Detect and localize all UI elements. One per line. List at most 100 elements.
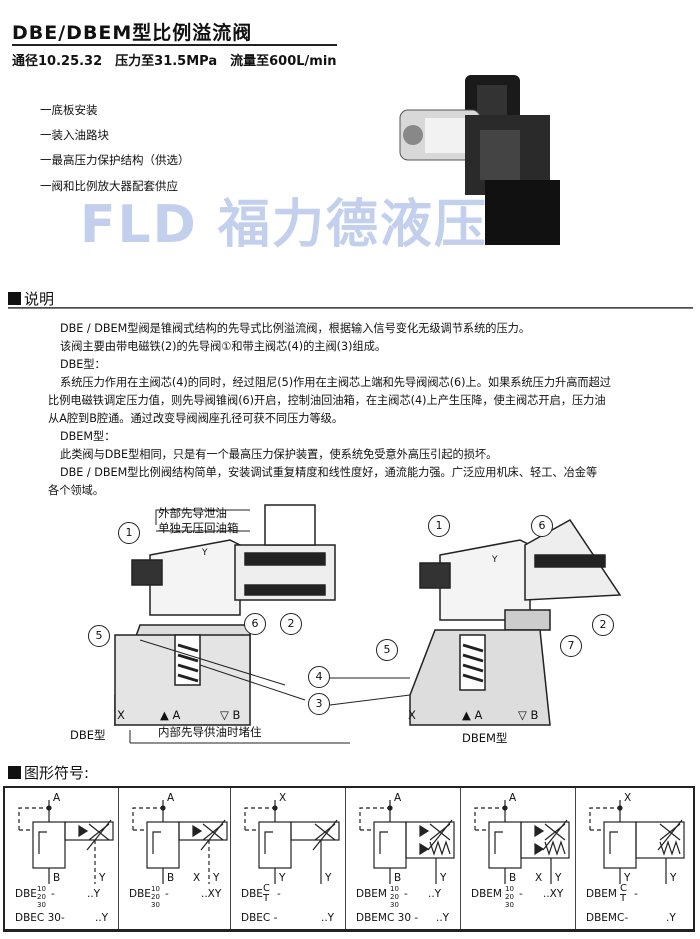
port-a: ▲ A xyxy=(462,708,483,722)
model-suffix-alt: .Y xyxy=(666,912,676,924)
port-label-top: A xyxy=(509,792,517,804)
port-label: Y xyxy=(555,872,562,884)
model-size-code: 30 xyxy=(505,901,514,909)
model-size-code: 30 xyxy=(390,901,399,909)
port-a-text: A xyxy=(172,708,181,722)
port-label: B xyxy=(167,872,175,884)
model-code: DBE xyxy=(241,888,263,900)
desc-line: DBE / DBEM型阀是锥阀式结构的先导式比例溢流阀，根据输入信号变化无级调节… xyxy=(60,322,531,335)
port-a: ▲ A xyxy=(160,708,181,722)
feature-item: 一底板安装 xyxy=(40,103,98,117)
port-y: Y xyxy=(202,548,208,558)
desc-line: 该阀主要由带电磁铁(2)的先导阀①和带主阀芯(4)的主阀(3)组成。 xyxy=(60,340,387,353)
callout-5: 5 xyxy=(376,639,398,661)
hydraulic-symbol xyxy=(474,800,570,884)
callout-1: 1 xyxy=(428,515,450,537)
port-y: Y xyxy=(492,555,498,565)
port-label-top: A xyxy=(53,792,61,804)
separator: - xyxy=(519,888,523,900)
port-b: ▽ B xyxy=(220,708,241,722)
model-size-code: 30 xyxy=(37,901,46,909)
model-size-code: 10 xyxy=(505,885,514,893)
model-type-code: C xyxy=(620,883,627,894)
model-suffix-alt: ..Y xyxy=(436,912,450,924)
model-suffix-alt: ..Y xyxy=(321,912,335,924)
model-size-code: 10 xyxy=(37,885,46,893)
hydraulic-symbol xyxy=(244,800,340,884)
section-drawings xyxy=(114,504,622,744)
section-heading-text: 图形符号: xyxy=(24,764,90,782)
port-label: Y xyxy=(670,872,677,884)
note-tank: 单独无压回油箱 xyxy=(158,521,239,535)
port-label-top: A xyxy=(394,792,402,804)
model-suffix-alt: ..Y xyxy=(95,912,109,924)
desc-line: 此类阀与DBE型相同，只是有一个最高压力保护装置，使系统免受意外高压引起的损坏。 xyxy=(60,448,498,461)
dbe-label: DBE型 xyxy=(70,728,106,742)
model-code-alt: DBEC - xyxy=(241,912,278,924)
callout-1: 1 xyxy=(118,522,140,544)
callout-3: 3 xyxy=(308,693,330,715)
model-size-code: 30 xyxy=(151,901,160,909)
model-code: DBEM xyxy=(586,888,617,900)
model-type-code: T xyxy=(620,893,627,904)
separator: - xyxy=(404,888,408,900)
port-label: X xyxy=(535,872,543,884)
separator: - xyxy=(165,888,169,900)
model-size-code: 20 xyxy=(37,893,46,901)
desc-line: 从A腔到B腔通。通过改变导阀阀座孔径可获不同压力等级。 xyxy=(48,412,344,425)
desc-line: 比例电磁铁调定压力值，则先导阀锥阀(6)开启，控制油回油箱，在主阀芯(4)上产生… xyxy=(48,394,606,407)
callout-5: 5 xyxy=(88,625,110,647)
separator: - xyxy=(277,888,281,900)
page-title: DBE/DBEM型比例溢流阀 xyxy=(12,22,253,44)
port-b: ▽ B xyxy=(518,708,539,722)
port-x: X xyxy=(117,708,125,722)
callout-2: 2 xyxy=(592,614,614,636)
section-rule xyxy=(8,307,693,309)
port-label: Y xyxy=(440,872,447,884)
model-size-code: 20 xyxy=(505,893,514,901)
callout-6: 6 xyxy=(531,515,553,537)
dbem-label: DBEM型 xyxy=(462,731,508,745)
port-label-top: X xyxy=(279,792,287,804)
model-code: DBEM xyxy=(356,888,387,900)
port-b-text: B xyxy=(530,708,539,722)
desc-line: DBEM型： xyxy=(60,430,116,443)
callout-4: 4 xyxy=(308,666,330,688)
model-suffix: ..XY xyxy=(543,888,564,900)
port-label: B xyxy=(394,872,402,884)
model-suffix: ..XY xyxy=(201,888,222,900)
model-type-code: T xyxy=(263,893,270,904)
hydraulic-symbol xyxy=(132,800,228,884)
note-internal-pilot: 内部先导供油时堵住 xyxy=(158,725,262,739)
hydraulic-symbol xyxy=(18,800,114,884)
separator: - xyxy=(51,888,55,900)
port-a-text: A xyxy=(474,708,483,722)
section-heading-text: 说明 xyxy=(24,290,55,308)
port-b-text: B xyxy=(232,708,241,722)
callout-7: 7 xyxy=(560,635,582,657)
callout-6: 6 xyxy=(244,613,266,635)
watermark-logo: FLD 福力德液压 xyxy=(80,195,488,255)
model-type-code: C xyxy=(263,883,270,894)
model-suffix: ..Y xyxy=(428,888,442,900)
port-x: X xyxy=(408,708,416,722)
model-size-code: 10 xyxy=(151,885,160,893)
spec-line: 通径10.25.32 压力至31.5MPa 流量至600L/min xyxy=(12,54,337,69)
product-photo xyxy=(399,75,560,245)
model-code: DBE xyxy=(129,888,151,900)
model-size-code: 10 xyxy=(390,885,399,893)
port-label-top: A xyxy=(167,792,175,804)
hydraulic-symbol xyxy=(359,800,455,884)
port-label: X xyxy=(193,872,201,884)
port-label: B xyxy=(53,872,61,884)
port-label: Y xyxy=(213,872,220,884)
section-heading-symbols: 图形符号: xyxy=(8,762,89,783)
port-label-top: X xyxy=(624,792,632,804)
model-size-code: 20 xyxy=(151,893,160,901)
feature-item: 一阀和比例放大器配套供应 xyxy=(40,179,178,193)
feature-item: 一最高压力保护结构（供选） xyxy=(40,153,190,167)
